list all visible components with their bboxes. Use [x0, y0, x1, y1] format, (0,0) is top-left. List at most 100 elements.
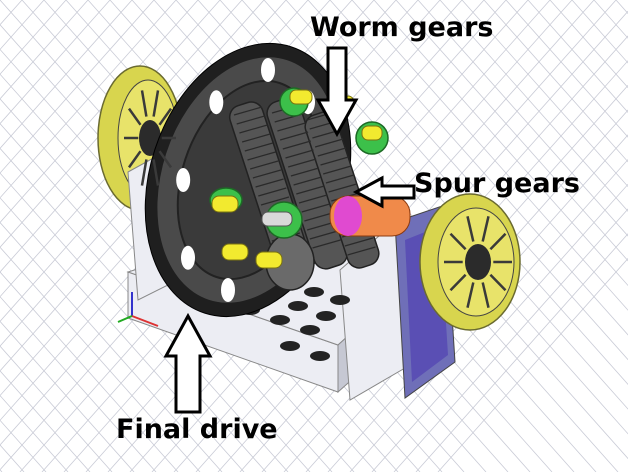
- worm-thread: [241, 133, 271, 143]
- mounting-hole: [316, 311, 336, 321]
- rod-1: [261, 211, 293, 227]
- worm-thread: [247, 151, 276, 161]
- grid-line: [0, 345, 113, 472]
- worm-thread: [293, 176, 322, 186]
- mounting-hole: [288, 301, 308, 311]
- worm-thread: [323, 165, 352, 175]
- worm-thread: [304, 212, 333, 222]
- final-drive-arrow-up-icon: [163, 312, 213, 414]
- spur-arrow-left-icon: [352, 175, 416, 209]
- grid-line: [0, 197, 245, 472]
- mounting-hole: [310, 351, 330, 361]
- wheel-spokes: [124, 90, 512, 308]
- worm-thread: [298, 194, 328, 204]
- final-drive-label: Final drive: [116, 414, 278, 445]
- mounting-hole: [304, 287, 324, 297]
- mounting-hole: [280, 341, 300, 351]
- ring-gear-hole: [209, 90, 224, 115]
- mounting-hole: [270, 315, 290, 325]
- grid-line: [0, 0, 265, 298]
- wheel-spoke: [466, 216, 475, 242]
- worm-thread: [239, 124, 268, 134]
- worm-thread: [252, 169, 282, 179]
- grid-line: [0, 123, 311, 472]
- grid-line: [0, 0, 45, 51]
- worm-thread: [328, 183, 357, 193]
- pin-1: [211, 195, 239, 213]
- grid-line: [351, 0, 628, 311]
- wheel-spoke: [449, 232, 467, 251]
- worm-thread: [285, 149, 314, 159]
- mounting-hole: [330, 295, 350, 305]
- worm-thread: [277, 122, 306, 132]
- worm-thread: [282, 140, 311, 150]
- grid-line: [0, 0, 177, 199]
- grid-line: [461, 0, 628, 188]
- axis-y-line: [117, 315, 133, 323]
- worm-arrow-down-icon: [315, 46, 359, 138]
- grid-line: [439, 0, 628, 212]
- grid-line: [571, 0, 628, 64]
- right-wheel: [419, 193, 521, 331]
- grid-line: [0, 246, 201, 472]
- grid-line: [505, 0, 628, 138]
- worm-gears-label: Worm gears: [310, 12, 494, 43]
- wheel-spoke: [489, 273, 507, 292]
- ring-gear-hole: [261, 58, 275, 82]
- worm-thread: [258, 187, 287, 197]
- worm-thread: [236, 115, 265, 125]
- grid-line: [0, 271, 179, 472]
- wheel-spoke: [152, 90, 160, 117]
- grid-line: [329, 0, 628, 336]
- grid-line: [0, 469, 3, 472]
- wheel-spoke: [140, 159, 148, 186]
- grid-line: [0, 98, 333, 472]
- grid-line: [527, 0, 628, 113]
- ring-gear-hole: [221, 278, 235, 302]
- pin-2: [221, 243, 249, 261]
- worm-thread: [296, 185, 325, 195]
- grid-line: [307, 0, 628, 361]
- worm-thread: [250, 160, 279, 170]
- grid-line: [0, 0, 155, 174]
- wheel-spoke: [489, 232, 507, 251]
- wheel-spoke: [152, 159, 160, 186]
- wheel-spoke: [140, 90, 148, 117]
- worm-thread: [290, 167, 320, 177]
- worm-thread: [317, 147, 346, 157]
- axis-triad-icon: [117, 292, 159, 327]
- grid-line: [0, 296, 157, 472]
- grid-line: [0, 370, 91, 472]
- worm-thread: [279, 131, 309, 141]
- pin-3: [255, 251, 283, 269]
- spur-gears-label: Spur gears: [414, 168, 580, 199]
- grid-line: [0, 0, 243, 273]
- worm-thread: [255, 178, 284, 188]
- wheel-spoke: [127, 150, 142, 169]
- grid-line: [0, 221, 223, 472]
- ring-gear-hole: [181, 245, 195, 270]
- worm-thread: [244, 142, 273, 152]
- right-wheel-hub: [465, 244, 491, 280]
- grid-line: [549, 0, 628, 89]
- grid-line: [437, 257, 628, 472]
- worm-thread: [347, 246, 376, 256]
- wheel-spoke: [158, 107, 173, 126]
- axis-x-line: [131, 315, 159, 327]
- mounting-hole: [300, 325, 320, 335]
- worm-thread: [233, 106, 263, 116]
- wheel-spoke: [481, 282, 490, 308]
- pin-4: [289, 89, 313, 105]
- worm-thread: [260, 196, 290, 206]
- worm-thread: [314, 138, 344, 148]
- wheel-spoke: [127, 107, 142, 126]
- grid-line: [327, 134, 628, 472]
- worm-thread: [320, 156, 349, 166]
- shaft-collar: [334, 196, 362, 236]
- wheel-spoke: [158, 150, 173, 169]
- wheel-spoke: [449, 273, 467, 292]
- grid-line: [0, 0, 133, 149]
- grid-line: [349, 158, 628, 472]
